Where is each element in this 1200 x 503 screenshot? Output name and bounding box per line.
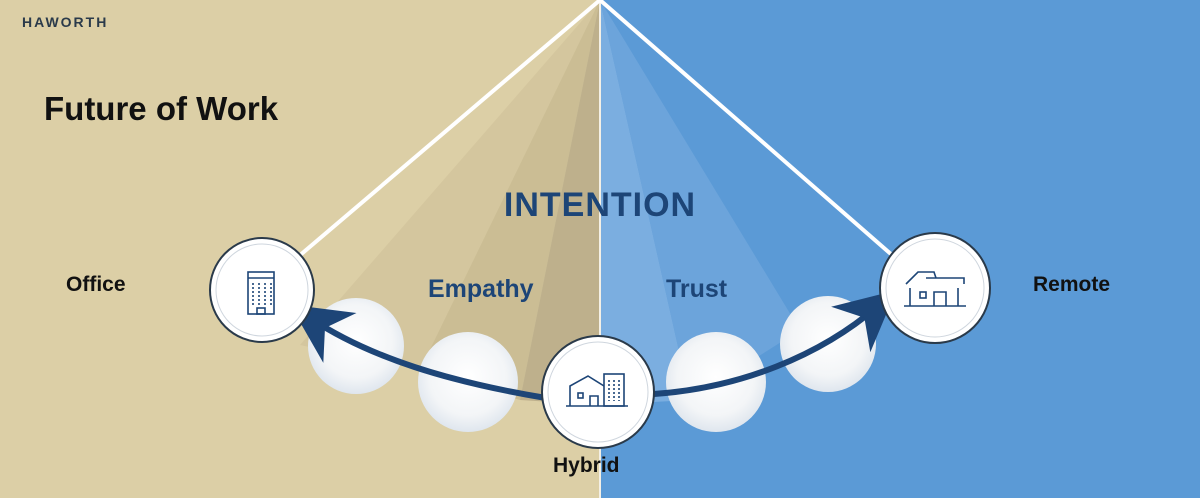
swing-trail-left-1	[300, 0, 600, 370]
hybrid-building-icon	[566, 373, 628, 407]
office-label: Office	[66, 273, 126, 296]
office-building-icon	[247, 271, 275, 315]
hybrid-node	[541, 335, 655, 449]
intention-label: INTENTION	[503, 186, 697, 224]
brand-logo: HAWORTH	[22, 14, 109, 30]
remote-node	[879, 232, 991, 344]
diagram-title: Future of Work	[44, 90, 279, 127]
string-to-remote	[598, 0, 902, 264]
arrow-to-office	[290, 304, 549, 401]
empathy-label: Empathy	[428, 275, 534, 303]
office-node	[209, 237, 315, 343]
string-to-office	[290, 0, 602, 264]
swing-trail-left-2	[420, 0, 600, 400]
hybrid-label: Hybrid	[553, 454, 620, 477]
trust-label: Trust	[666, 275, 728, 303]
remote-label: Remote	[1033, 273, 1111, 296]
house-icon	[904, 271, 966, 307]
arrow-to-remote	[651, 290, 897, 397]
swing-trail-right-2	[600, 0, 800, 400]
swing-trail-right-1	[600, 0, 690, 405]
swing-trail-left-3	[520, 0, 600, 405]
